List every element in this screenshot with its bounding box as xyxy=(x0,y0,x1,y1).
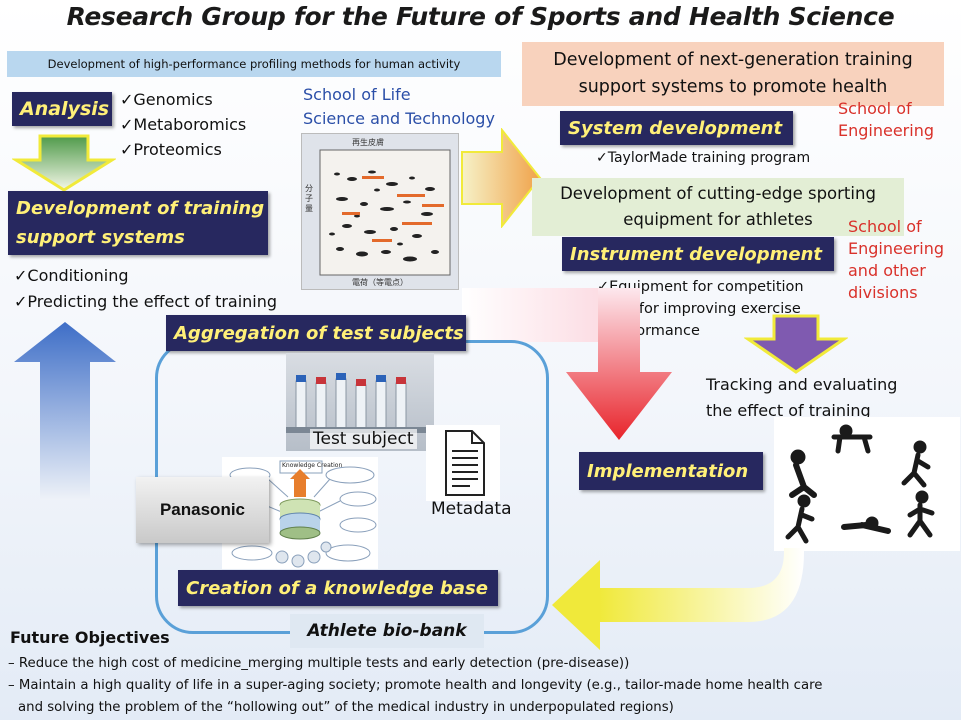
kb-diagram-top-label: Knowledge Creation xyxy=(282,462,343,469)
analysis-list: ✓Genomics ✓Metaboromics ✓Proteomics xyxy=(120,87,246,162)
knowledge-base-label: Creation of a knowledge base xyxy=(178,570,498,606)
tracking-text: Tracking and evaluating the effect of tr… xyxy=(706,372,897,424)
future-item: – Maintain a high quality of life in a s… xyxy=(8,678,823,693)
system-development-text: System development xyxy=(568,117,783,139)
knowledge-diagram-graphic xyxy=(223,460,377,568)
future-item: and solving the problem of the “hollowin… xyxy=(18,700,674,715)
gel-image-graphic xyxy=(319,149,451,276)
next-gen-line: Development of next-generation training xyxy=(553,50,913,70)
metadata-label: Metadata xyxy=(431,499,512,519)
athlete-biobank-text: Athlete bio-bank xyxy=(307,621,467,641)
tracking-line: Tracking and evaluating xyxy=(706,375,898,394)
panasonic-logo-box: Panasonic xyxy=(136,477,269,543)
gel-y-label: 分子量 xyxy=(305,184,313,213)
analysis-item: ✓Genomics xyxy=(120,90,213,109)
knowledge-base-text: Creation of a knowledge base xyxy=(186,577,488,599)
panasonic-logo: Panasonic xyxy=(159,500,246,519)
training-support-line: Development of training xyxy=(16,198,265,219)
aggregation-text: Aggregation of test subjects xyxy=(174,322,464,344)
instrument-item: and for improving exercise xyxy=(607,301,801,317)
pink-down-arrow xyxy=(462,288,672,440)
profiling-banner: Development of high-performance profilin… xyxy=(7,51,501,77)
school-eng-other-line: divisions xyxy=(848,283,918,302)
school-life-science-line: School of Life xyxy=(303,85,411,104)
school-engineering-other: School of Engineering and other division… xyxy=(848,216,944,304)
next-gen-line: support systems to promote health xyxy=(578,77,888,97)
school-eng-other-line: and other xyxy=(848,261,926,280)
instrument-development-text: Instrument development xyxy=(570,243,823,265)
instrument-item: ✓Equipment for competition xyxy=(597,279,804,295)
school-engineering-line: Engineering xyxy=(838,121,934,140)
purple-down-arrow xyxy=(744,314,848,374)
instrument-development-list: ✓Equipment for competition and for impro… xyxy=(597,276,804,342)
implementation-label: Implementation xyxy=(579,452,763,490)
equipment-banner: Development of cutting-edge sporting equ… xyxy=(532,178,904,236)
training-support-item: ✓Predicting the effect of training xyxy=(14,292,278,311)
equipment-line: equipment for athletes xyxy=(623,210,813,229)
page-title: Research Group for the Future of Sports … xyxy=(66,2,895,31)
school-life-science-line: Science and Technology xyxy=(303,109,495,128)
future-list: – Reduce the high cost of medicine_mergi… xyxy=(8,653,822,719)
yellow-return-arrow xyxy=(552,548,804,650)
future-item: – Reduce the high cost of medicine_mergi… xyxy=(8,656,630,671)
training-support-list: ✓Conditioning ✓Predicting the effect of … xyxy=(14,263,277,315)
aggregation-label: Aggregation of test subjects xyxy=(166,315,466,351)
training-support-label: Development of training support systems xyxy=(8,191,268,255)
exercise-figures xyxy=(774,417,960,551)
orange-right-arrow xyxy=(461,128,542,228)
tracking-line: the effect of training xyxy=(706,401,871,420)
gel-x-label: 電荷（等電点） xyxy=(352,278,408,287)
school-engineering-line: School of xyxy=(838,99,912,118)
test-subject-label: Test subject xyxy=(310,429,417,449)
school-engineering: School of Engineering xyxy=(838,98,934,142)
implementation-text: Implementation xyxy=(587,460,749,482)
analysis-item: ✓Metaboromics xyxy=(120,115,247,134)
instrument-development-label: Instrument development xyxy=(562,237,834,271)
exercise-figures-graphic xyxy=(785,424,935,544)
school-eng-other-line: School of xyxy=(848,217,922,236)
blue-up-arrow xyxy=(14,322,116,500)
metadata-panel xyxy=(426,425,500,501)
athlete-biobank-label: Athlete bio-bank xyxy=(290,614,484,648)
analysis-label-text: Analysis xyxy=(20,98,110,120)
system-development-label: System development xyxy=(560,111,793,145)
training-support-item: ✓Conditioning xyxy=(14,266,129,285)
gel-image: 再生皮膚 分子量 電荷（等電点） xyxy=(301,133,459,290)
gel-top-label: 再生皮膚 xyxy=(352,138,384,147)
analysis-down-arrow xyxy=(12,134,116,192)
system-development-item: ✓TaylorMade training program xyxy=(596,150,811,166)
training-support-line: support systems xyxy=(16,227,185,248)
school-eng-other-line: Engineering xyxy=(848,239,944,258)
equipment-line: Development of cutting-edge sporting xyxy=(560,184,876,203)
analysis-item: ✓Proteomics xyxy=(120,140,222,159)
future-heading: Future Objectives xyxy=(10,628,170,647)
analysis-label: Analysis xyxy=(12,92,112,126)
document-icon xyxy=(445,430,485,496)
next-gen-banner: Development of next-generation training … xyxy=(522,42,944,106)
profiling-banner-text: Development of high-performance profilin… xyxy=(47,57,461,71)
school-life-science: School of Life Science and Technology xyxy=(303,83,495,131)
